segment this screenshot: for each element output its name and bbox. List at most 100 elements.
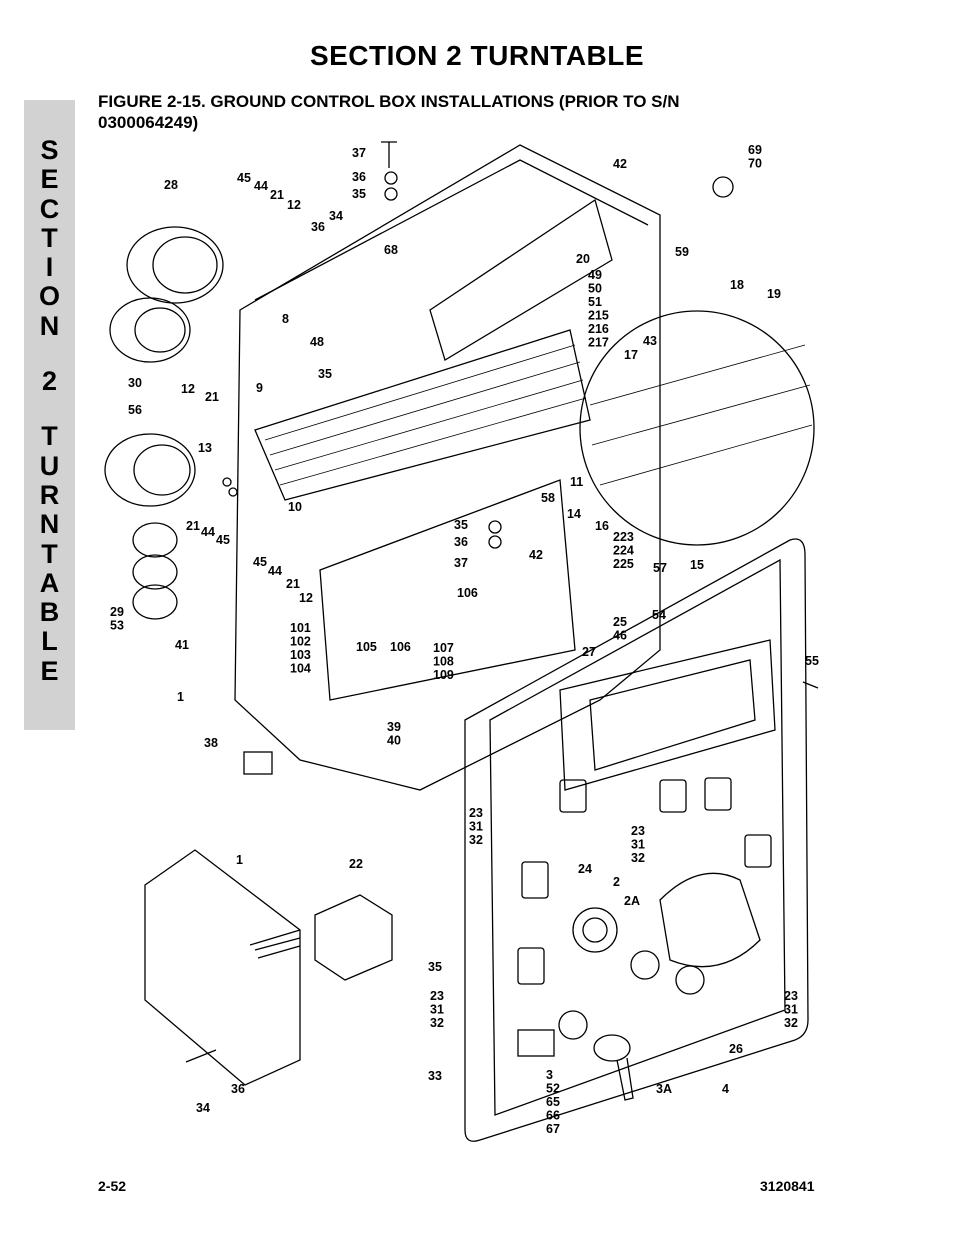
side-tab-letter: S xyxy=(40,135,59,165)
part-callout: 1 xyxy=(236,853,243,867)
part-callout: 17 xyxy=(624,348,638,362)
part-callout: 54 xyxy=(652,608,666,622)
figure-title: FIGURE 2-15. GROUND CONTROL BOX INSTALLA… xyxy=(98,92,680,132)
part-callout: 37 xyxy=(454,556,468,570)
part-callout: 33 xyxy=(428,1069,442,1083)
side-tab-letter: O xyxy=(38,281,60,312)
part-callout: 57 xyxy=(653,561,667,575)
part-callout: 2A xyxy=(624,894,640,908)
part-callout: 21 xyxy=(186,519,200,533)
toggle-switch-3 xyxy=(559,779,587,813)
part-callout: 35 xyxy=(454,518,468,532)
side-tab-letter: I xyxy=(45,252,54,283)
part-callout: 2 xyxy=(613,875,620,889)
part-callout: 35 xyxy=(352,187,366,201)
part-callout: 13 xyxy=(198,441,212,455)
part-callout: 105 xyxy=(356,640,377,654)
cable-gland-30 xyxy=(109,297,191,363)
front-panel xyxy=(464,538,809,1142)
toggle-switch-5 xyxy=(704,777,732,811)
quartz-meter xyxy=(517,1029,555,1057)
part-callout: 16 xyxy=(595,519,609,533)
side-tab-letter: T xyxy=(41,538,58,569)
side-tab-letter: A xyxy=(39,567,60,598)
part-callout: 4 xyxy=(722,1082,729,1096)
part-callout: 12 xyxy=(287,198,301,212)
part-callout: 8 xyxy=(282,312,289,326)
side-tab-letter: B xyxy=(39,597,60,628)
part-callout: 37 xyxy=(352,146,366,160)
part-callout: 55 xyxy=(805,654,819,668)
part-callout: 30 xyxy=(128,376,142,390)
part-callout: 45 xyxy=(237,171,251,185)
side-tab-letter: N xyxy=(39,310,60,341)
toggle-switch-2 xyxy=(517,947,545,985)
side-tab-letter: T xyxy=(41,222,58,253)
part-callout: 42 xyxy=(613,157,627,171)
toggle-switch-1 xyxy=(521,861,549,899)
part-callout: 15 xyxy=(690,558,704,572)
bracket-38 xyxy=(243,751,273,775)
side-tab-letter: L xyxy=(41,626,58,657)
part-callout: 43 xyxy=(643,334,657,348)
part-callout: 21 xyxy=(270,188,284,202)
part-callout: 48 xyxy=(310,335,324,349)
part-callout: 36 xyxy=(311,220,325,234)
part-callout: 28 xyxy=(164,178,178,192)
side-tab-letter: E xyxy=(40,164,59,195)
side-tab-letter: U xyxy=(39,450,60,481)
control-box-top-edge xyxy=(254,159,649,301)
part-callout: 38 xyxy=(204,736,218,750)
part-callout: 58 xyxy=(541,491,555,505)
page-number: 2-52 xyxy=(98,1178,127,1194)
joystick-housing xyxy=(659,872,761,968)
part-callout: 106 xyxy=(457,586,478,600)
part-callout: 56 xyxy=(128,403,142,417)
part-callout: 34 xyxy=(329,209,343,223)
part-callout: 106 xyxy=(390,640,411,654)
key xyxy=(593,1034,631,1062)
cable-gland-28 xyxy=(126,226,224,304)
part-callout: 3A xyxy=(656,1082,672,1096)
emergency-stop-button xyxy=(572,907,618,953)
part-callout: 44 xyxy=(268,564,282,578)
part-callout: 22 xyxy=(349,857,363,871)
relay-22 xyxy=(314,894,393,981)
part-callout: 9 xyxy=(256,381,263,395)
part-callout: 41 xyxy=(175,638,189,652)
part-callout: 14 xyxy=(567,507,581,521)
part-callout: 21 xyxy=(286,577,300,591)
part-callout: 36 xyxy=(352,170,366,184)
part-callout: 12 xyxy=(299,591,313,605)
side-tab-letter: T xyxy=(41,421,58,452)
part-callout: 45 xyxy=(253,555,267,569)
part-callout: 36 xyxy=(231,1082,245,1096)
side-tab-letter: N xyxy=(39,509,60,540)
document-number: 3120841 xyxy=(760,1178,815,1194)
part-callout: 35 xyxy=(318,367,332,381)
side-tab-letter: C xyxy=(39,193,60,224)
part-callout: 21 xyxy=(205,390,219,404)
part-callout: 26 xyxy=(729,1042,743,1056)
part-callout: 45 xyxy=(216,533,230,547)
part-callout: 35 xyxy=(428,960,442,974)
control-box-body xyxy=(234,144,661,791)
part-callout: 10 xyxy=(288,500,302,514)
front-panel-inner xyxy=(489,558,786,1116)
part-callout: 27 xyxy=(582,645,596,659)
side-tab-letter: 2 xyxy=(41,366,58,397)
part-callout: 12 xyxy=(181,382,195,396)
